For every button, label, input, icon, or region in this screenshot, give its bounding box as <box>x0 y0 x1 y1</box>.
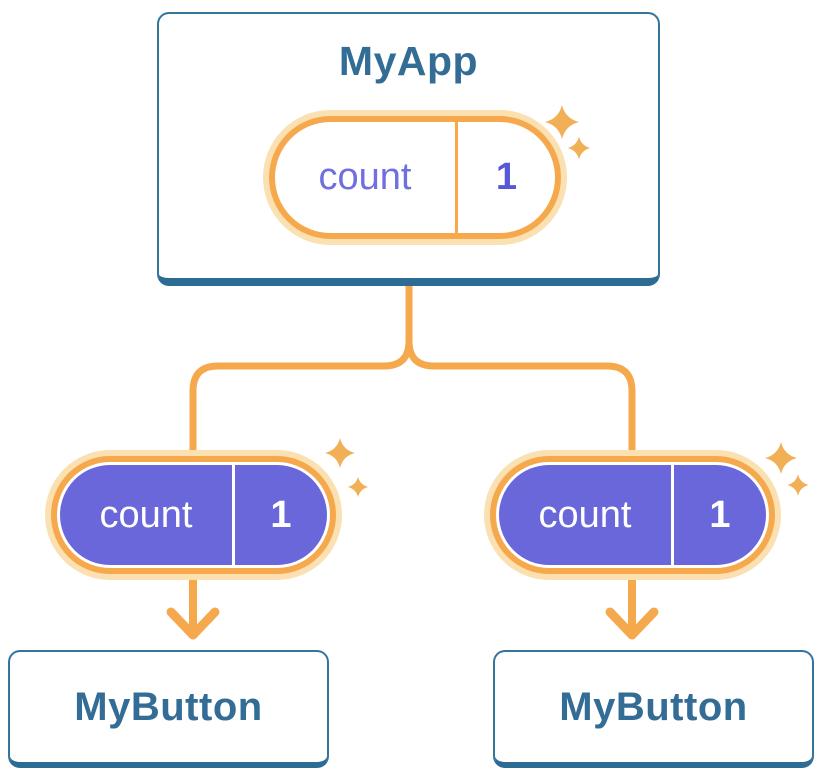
sparkle-icon <box>765 442 809 496</box>
prop-pill-body: count 1 <box>60 465 327 565</box>
sparkle-icon <box>544 104 591 160</box>
left-prop-pill: count 1 <box>45 450 342 580</box>
state-name-label: count <box>318 156 412 198</box>
prop-pill-ring: count 1 <box>51 456 336 574</box>
mybutton-title: MyButton <box>74 684 263 729</box>
myapp-state-pill: count 1 <box>263 110 567 245</box>
prop-pill-body: count 1 <box>499 465 766 565</box>
arrow-left-head <box>166 607 220 640</box>
mybutton-card-right: MyButton <box>493 650 814 768</box>
prop-pill-ring: count 1 <box>490 456 775 574</box>
right-prop-pill: count 1 <box>484 450 781 580</box>
mybutton-title: MyButton <box>559 684 748 729</box>
branch-left-line <box>189 286 413 452</box>
branch-right-line <box>405 286 636 452</box>
sparkle-icon <box>325 438 369 498</box>
pill-divider <box>455 122 458 233</box>
pill-divider <box>232 465 235 565</box>
myapp-title: MyApp <box>338 38 479 84</box>
prop-value-label: 1 <box>270 493 292 536</box>
prop-value-label: 1 <box>709 493 731 536</box>
arrow-right-head <box>605 607 659 640</box>
state-value-label: 1 <box>495 156 518 198</box>
mybutton-card-left: MyButton <box>8 650 329 768</box>
prop-name-label: count <box>538 493 632 536</box>
pill-divider <box>671 465 674 565</box>
state-pill-ring: count 1 <box>269 116 561 239</box>
prop-name-label: count <box>99 493 193 536</box>
